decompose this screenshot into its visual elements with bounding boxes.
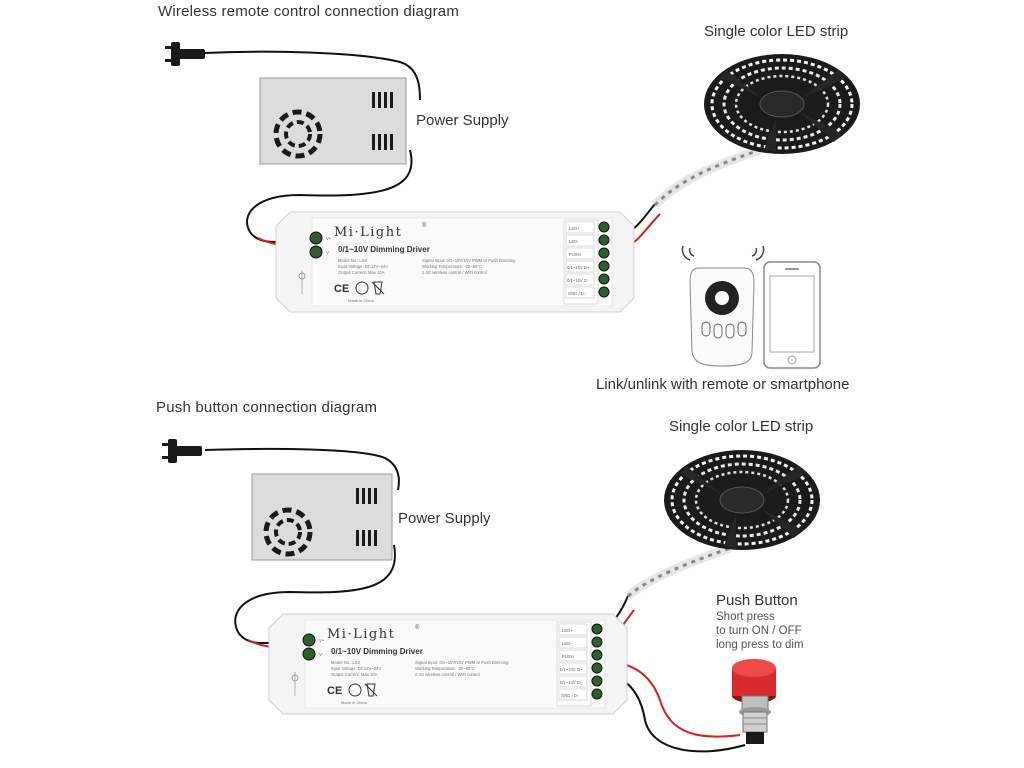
driver-made: Made in China (348, 298, 375, 303)
terminal-label: 0/1~10V D+ (560, 667, 583, 672)
driver-brand: Mi·Light (327, 627, 395, 642)
driver-brand: Mi·Light (334, 225, 402, 240)
power-supply-icon (251, 473, 393, 561)
driver-wireless: 2.4G wireless control / WiFi control (422, 270, 487, 275)
terminal-label: 0/1~10V D- (560, 680, 582, 685)
terminal-label: LED- (562, 641, 572, 646)
driver-made: Made in China (341, 700, 368, 705)
driver-signal: Signal Input: 0/1~10V/10V PWM or Push Di… (422, 258, 516, 263)
push-button-note-1: Short press (716, 611, 775, 623)
terminal-label: PUSH (562, 654, 574, 659)
driver-model: Model No.: LS4 (338, 258, 368, 263)
plug-icon (162, 439, 202, 463)
terminal-label: LED+ (569, 226, 580, 231)
driver-output: Output Current: Max 10A (338, 270, 385, 275)
driver-title: 0/1~10V Dimming Driver (338, 245, 430, 254)
terminal-label: GND / D- (561, 693, 579, 698)
dimming-driver: Mi·Light ® 0/1~10V Dimming Driver Model … (275, 211, 635, 313)
push-button-icon (732, 659, 776, 744)
terminal-label: PUSH (569, 252, 581, 257)
led-reel-icon (625, 448, 822, 600)
driver-reg-mark: ® (415, 624, 420, 631)
driver-input: Input Voltage: DC12V~24V (331, 666, 381, 671)
driver-temp: Working Temperature: -20~60°C (422, 264, 482, 269)
led-strip-label-top: Single color LED strip (704, 23, 849, 40)
terminal-label: LED- (569, 239, 579, 244)
driver-output: Output Current: Max 10A (331, 672, 378, 677)
wireless-diagram-title: Wireless remote control connection diagr… (158, 3, 460, 20)
driver-model: Model No.: LS4 (331, 660, 361, 665)
power-supply-icon (259, 77, 407, 165)
terminal-label: 0/1~10V D- (567, 278, 589, 283)
push-button-note-3: long press to dim (716, 639, 804, 651)
terminal-label: 0/1~10V D+ (567, 265, 590, 270)
led-strip-label-bottom: Single color LED strip (669, 418, 814, 435)
driver-temp: Working Temperature: -20~60°C (415, 666, 475, 671)
link-unlink-note: Link/unlink with remote or smartphone (596, 376, 850, 393)
driver-wireless: 2.4G wireless control / WiFi control (415, 672, 480, 677)
push-button-note-2: to turn ON / OFF (716, 625, 802, 637)
power-supply-label-top: Power Supply (416, 112, 509, 129)
terminal-label: GND / D- (568, 291, 586, 296)
driver-title: 0/1~10V Dimming Driver (331, 647, 423, 656)
driver-reg-mark: ® (422, 222, 427, 229)
push-button-diagram-title: Push button connection diagram (156, 399, 378, 416)
terminal-label: LED+ (562, 628, 573, 633)
wireless-signal-icon (681, 245, 765, 261)
remote-icon (689, 267, 755, 367)
led-reel-icon (651, 52, 862, 209)
smartphone-icon (763, 261, 821, 369)
power-supply-label-bottom: Power Supply (398, 510, 491, 527)
dimming-driver: Mi·Light ® 0/1~10V Dimming Driver Model … (268, 613, 628, 715)
driver-input: Input Voltage: DC12V~24V (338, 264, 388, 269)
driver-signal: Signal Input: 0/1~10V/10V PWM or Push Di… (415, 660, 509, 665)
push-button-label: Push Button (716, 592, 798, 609)
plug-icon (165, 42, 205, 66)
